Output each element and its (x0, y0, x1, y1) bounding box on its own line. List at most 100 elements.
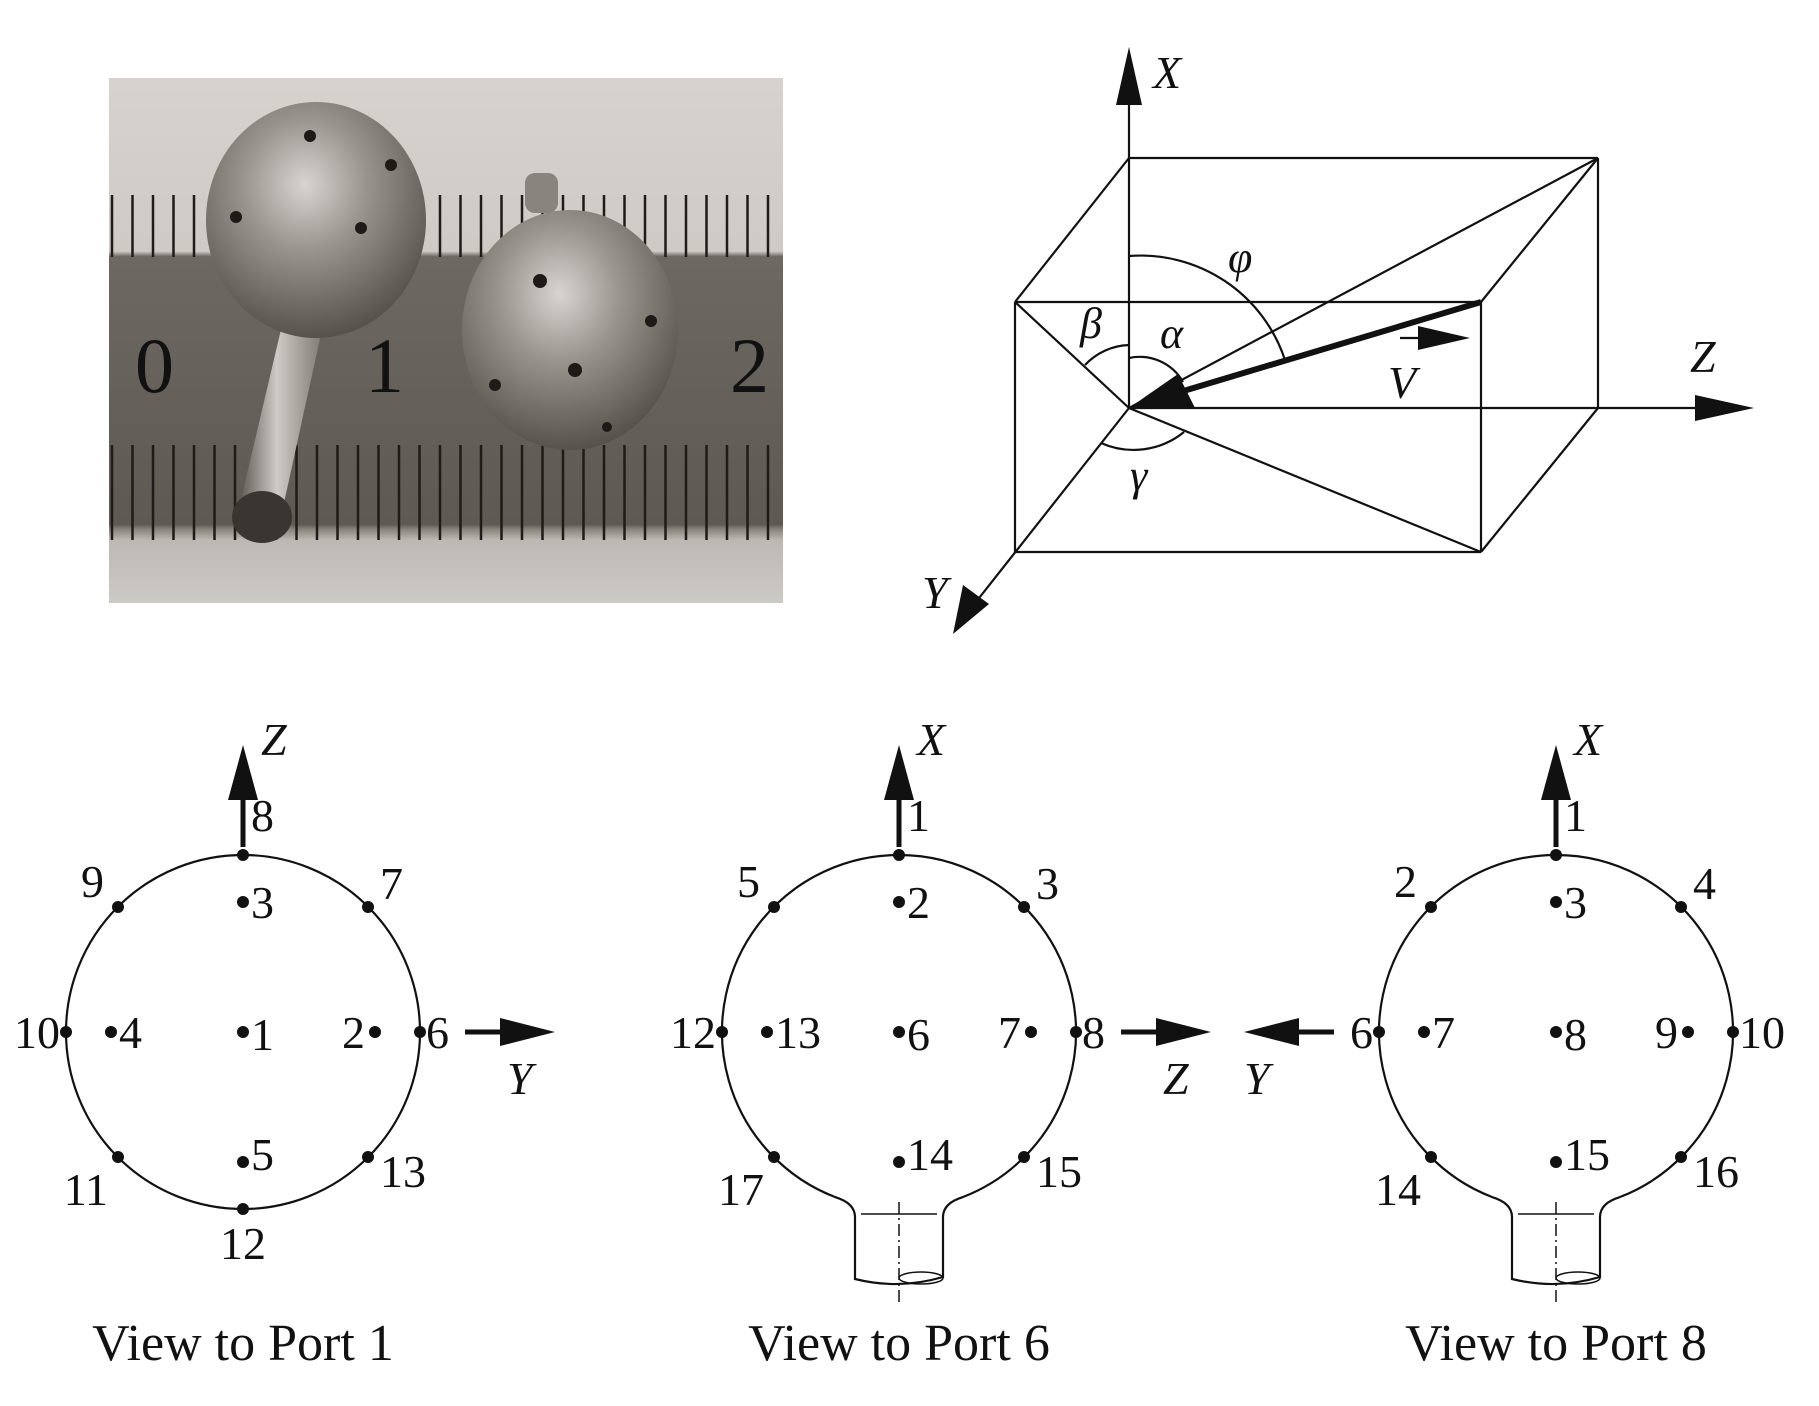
port-label: 1 (1564, 790, 1587, 841)
port-label: 7 (380, 858, 403, 909)
up-axis-arrow (1541, 745, 1571, 800)
port-dot (237, 1203, 249, 1215)
side-axis-label: Z (1163, 1053, 1189, 1104)
port-label: 13 (775, 1007, 821, 1058)
port-dot (1675, 901, 1687, 913)
port-label: 15 (1036, 1146, 1082, 1197)
port-dot (237, 1156, 249, 1168)
x-axis-label: X (1151, 47, 1183, 98)
port-dot (893, 849, 905, 861)
bounding-box (1013, 156, 1600, 554)
port-label: 17 (718, 1164, 764, 1215)
port-dot (893, 1026, 905, 1038)
port-dot (1025, 1026, 1037, 1038)
port-dot (237, 896, 249, 908)
port-dot (1550, 849, 1562, 861)
port-label: 4 (119, 1007, 142, 1058)
port-dot (893, 896, 905, 908)
port-dot (1373, 1026, 1385, 1038)
velocity-arrowhead (1129, 374, 1195, 408)
coordinate-diagram (953, 47, 1754, 634)
port-label: 12 (670, 1007, 716, 1058)
port-dot (1550, 896, 1562, 908)
gamma-arc (1100, 431, 1185, 451)
port-label: 14 (907, 1129, 953, 1180)
view-caption: View to Port 8 (1405, 1315, 1707, 1372)
z-axis-arrow (1695, 395, 1754, 421)
photo-background (109, 78, 783, 603)
port-dot (362, 901, 374, 913)
port-dot (1727, 1026, 1739, 1038)
port-dot (1425, 901, 1437, 913)
y-axis (971, 407, 1130, 608)
x-axis-arrow (1116, 47, 1142, 105)
coordinate-labels: X Z Y φ α β γ V (922, 47, 1716, 618)
port-dot (768, 1151, 780, 1163)
port-dot (1550, 1026, 1562, 1038)
side-axis-arrow (1244, 1018, 1299, 1046)
port-label: 3 (1564, 877, 1587, 928)
port-dot (716, 1026, 728, 1038)
ruler-mark-0: 0 (135, 322, 174, 409)
port-dot (237, 849, 249, 861)
port-label: 6 (426, 1007, 449, 1058)
y-axis-arrow (953, 585, 989, 634)
port-label: 1 (907, 790, 930, 841)
port-dot (768, 901, 780, 913)
port-label: 15 (1564, 1129, 1610, 1180)
port-label: 3 (1036, 858, 1059, 909)
probe-tube-bundle (232, 491, 292, 543)
port-label: 1 (251, 1009, 274, 1060)
port-label: 12 (220, 1218, 266, 1269)
port-label: 4 (1693, 858, 1716, 909)
port-label: 7 (1432, 1007, 1455, 1058)
port-label: 8 (1082, 1007, 1105, 1058)
port-dot (112, 901, 124, 913)
phi-arc (1128, 254, 1287, 361)
phi-label: φ (1228, 233, 1252, 282)
port-label: 10 (1739, 1007, 1785, 1058)
side-axis-arrow (500, 1018, 555, 1046)
port-dot (369, 1026, 381, 1038)
ruler-mark-2: 2 (730, 322, 769, 409)
port-dot (1018, 1151, 1030, 1163)
port-label: 14 (1375, 1164, 1421, 1215)
stem-end (898, 1271, 944, 1285)
probe-head-left (206, 102, 426, 338)
port-label: 6 (1350, 1007, 1373, 1058)
port-label: 9 (81, 856, 104, 907)
port-label: 13 (380, 1146, 426, 1197)
gamma-label: γ (1130, 451, 1149, 500)
port-label: 3 (251, 877, 274, 928)
port-label: 5 (251, 1129, 274, 1180)
beta-arc (1084, 343, 1130, 366)
port-label: 2 (342, 1007, 365, 1058)
port-dot (414, 1026, 426, 1038)
view-caption: View to Port 6 (748, 1315, 1050, 1372)
probe-holes (230, 130, 657, 432)
velocity-vector (1159, 299, 1482, 401)
port-label: 5 (737, 856, 760, 907)
port-dot (1425, 1151, 1437, 1163)
ruler-mark-1: 1 (365, 322, 404, 409)
velocity-label: V (1388, 357, 1421, 408)
alpha-label: α (1160, 309, 1184, 358)
port-dot (893, 1156, 905, 1168)
z-axis-label: Z (1690, 331, 1716, 382)
port-dot (1018, 901, 1030, 913)
probe-outline (1377, 853, 1735, 1286)
port-label: 10 (14, 1007, 60, 1058)
up-axis-label: X (1572, 714, 1604, 765)
y-axis-label: Y (922, 567, 952, 618)
up-axis-arrow (228, 745, 258, 800)
port-label: 16 (1693, 1146, 1739, 1197)
port-dot (362, 1151, 374, 1163)
probe-head-right (462, 210, 678, 450)
port-dot (1675, 1151, 1687, 1163)
up-axis-label: Z (261, 714, 287, 765)
stem-end (1555, 1271, 1601, 1285)
port-dot (105, 1026, 117, 1038)
